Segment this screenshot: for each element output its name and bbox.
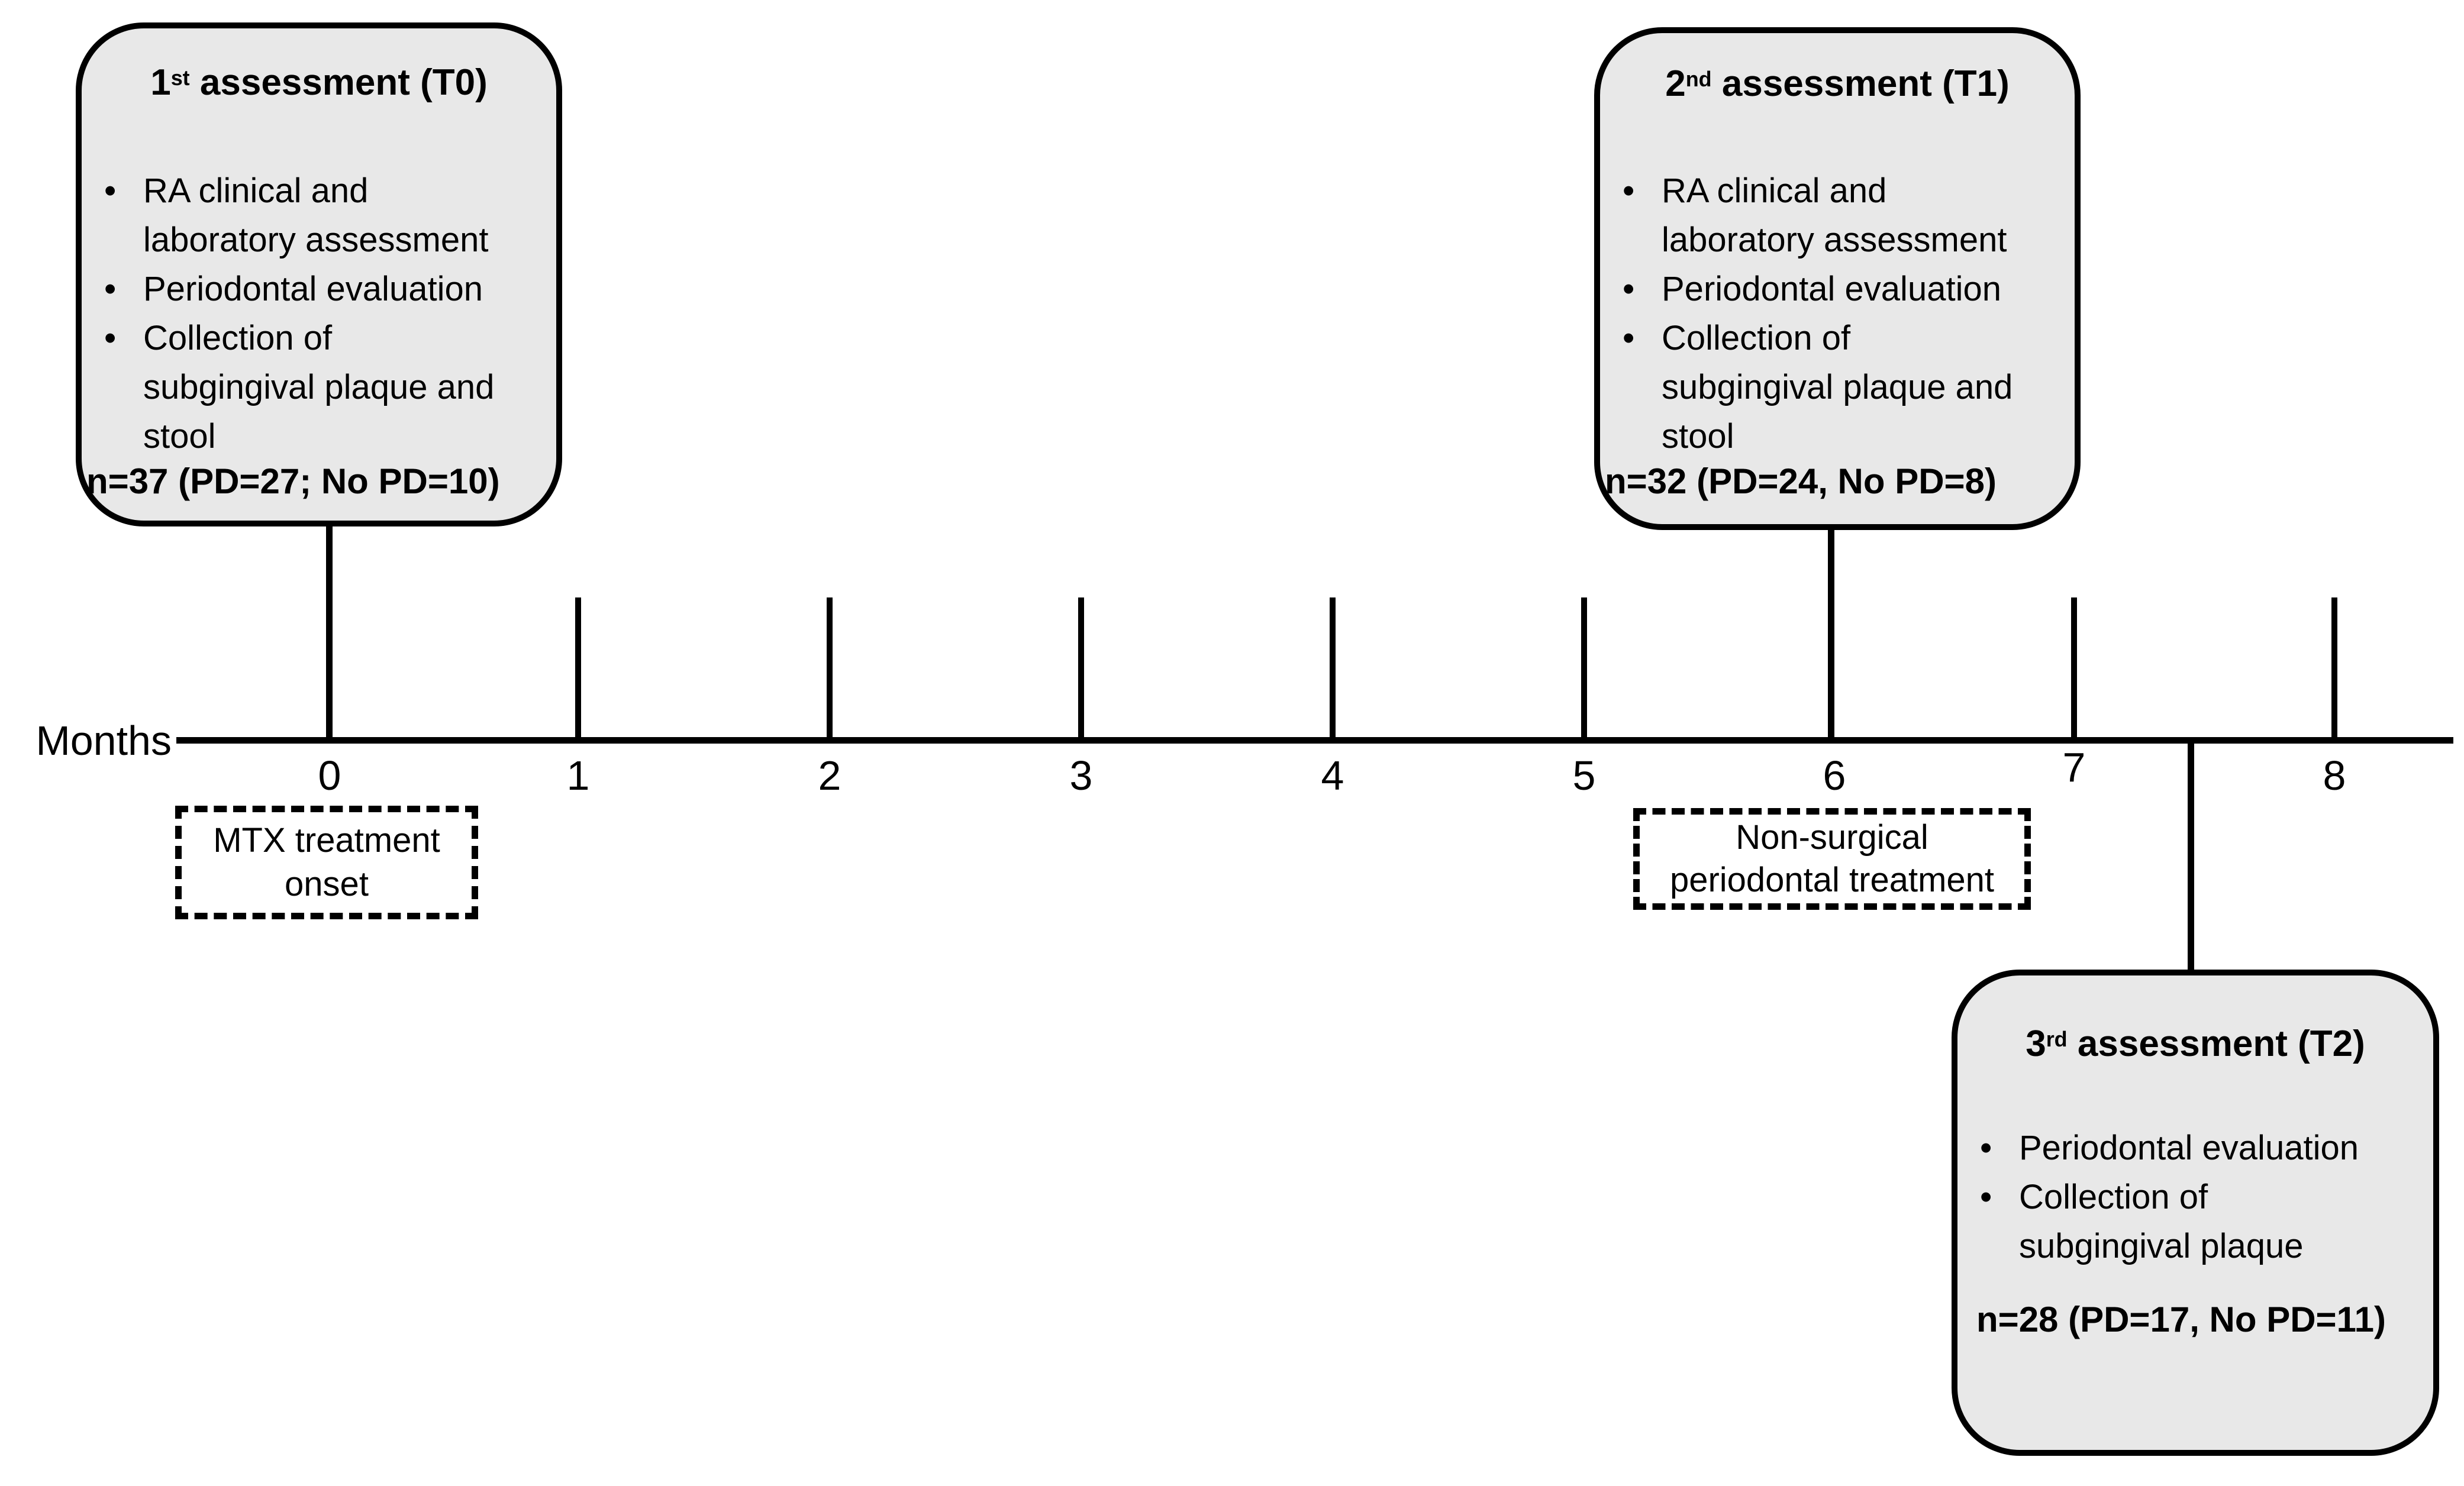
assessment-t1-sample-size: n=32 (PD=24, No PD=8) — [1605, 461, 1997, 501]
month-tick-1 — [575, 597, 581, 739]
bullet-item: Collection of subgingival plaque and sto… — [1600, 314, 2057, 461]
assessment-t0-sample-size: n=37 (PD=27; No PD=10) — [86, 461, 500, 501]
month-label-3: 3 — [1069, 752, 1093, 799]
month-tick-7 — [2071, 597, 2077, 739]
assessment-t2-title-ordinal: rd — [2046, 1026, 2068, 1051]
bullet-item: Periodontal evaluation — [1957, 1123, 2415, 1172]
assessment-t1-title-rest: assessment (T1) — [1711, 63, 2010, 104]
assessment-t0-title-number: 1 — [150, 62, 171, 103]
assessment-t2-title-rest: assessment (T2) — [2067, 1023, 2365, 1064]
month-tick-4 — [1330, 597, 1336, 739]
assessment-t2-bullet-list: Periodontal evaluation Collection of sub… — [1957, 1123, 2433, 1271]
assessment-box-t2: 3rd assessment (T2) Periodontal evaluati… — [1952, 970, 2439, 1456]
timeline-axis — [176, 737, 2453, 744]
month-tick-2 — [827, 597, 833, 739]
month-label-2: 2 — [818, 752, 841, 799]
assessment-t0-title-ordinal: st — [170, 65, 190, 90]
bullet-item: RA clinical and laboratory assessment — [1600, 166, 2057, 264]
assessment-t1-bullet-list: RA clinical and laboratory assessment Pe… — [1600, 166, 2075, 461]
non-surgical-periodontal-treatment-box: Non-surgical periodontal treatment — [1633, 808, 2031, 910]
month-label-6: 6 — [1823, 752, 1846, 799]
month-tick-3 — [1078, 597, 1084, 739]
assessment-t1-title-number: 2 — [1665, 63, 1686, 104]
assessment-t2-title-number: 3 — [2026, 1023, 2046, 1064]
mtx-treatment-onset-label: MTX treatment onset — [213, 821, 440, 903]
bullet-item: Collection of subgingival plaque and sto… — [82, 314, 538, 461]
mtx-treatment-onset-box: MTX treatment onset — [175, 806, 478, 919]
connector-axis-to-t2 — [2188, 739, 2194, 973]
non-surgical-periodontal-treatment-label: Non-surgical periodontal treatment — [1669, 818, 1995, 899]
month-tick-8 — [2331, 597, 2337, 739]
month-label-5: 5 — [1572, 752, 1596, 799]
assessment-t0-title-rest: assessment (T0) — [189, 62, 488, 103]
assessment-t0-title: 1st assessment (T0) — [82, 61, 556, 109]
assessment-t2-sample-size: n=28 (PD=17, No PD=11) — [1976, 1300, 2386, 1339]
assessment-box-t0: 1st assessment (T0) RA clinical and labo… — [76, 22, 562, 526]
assessment-box-t1: 2nd assessment (T1) RA clinical and labo… — [1594, 27, 2081, 530]
connector-t1-to-axis — [1828, 526, 1834, 741]
assessment-t1-title-ordinal: nd — [1685, 66, 1712, 91]
month-label-1: 1 — [566, 752, 590, 799]
month-label-7: 7 — [2062, 744, 2086, 790]
bullet-item: RA clinical and laboratory assessment — [82, 166, 538, 264]
assessment-t1-title: 2nd assessment (T1) — [1600, 62, 2075, 111]
month-label-8: 8 — [2323, 752, 2346, 799]
assessment-t2-title: 3rd assessment (T2) — [1957, 1022, 2433, 1071]
assessment-t0-bullet-list: RA clinical and laboratory assessment Pe… — [82, 166, 556, 461]
bullet-item: Collection of subgingival plaque — [1957, 1172, 2415, 1271]
month-label-4: 4 — [1321, 752, 1344, 799]
month-label-0: 0 — [318, 752, 341, 799]
month-tick-5 — [1581, 597, 1587, 739]
bullet-item: Periodontal evaluation — [1600, 264, 2057, 314]
bullet-item: Periodontal evaluation — [82, 264, 538, 314]
connector-t0-to-axis — [326, 525, 333, 741]
months-axis-label: Months — [36, 718, 172, 764]
